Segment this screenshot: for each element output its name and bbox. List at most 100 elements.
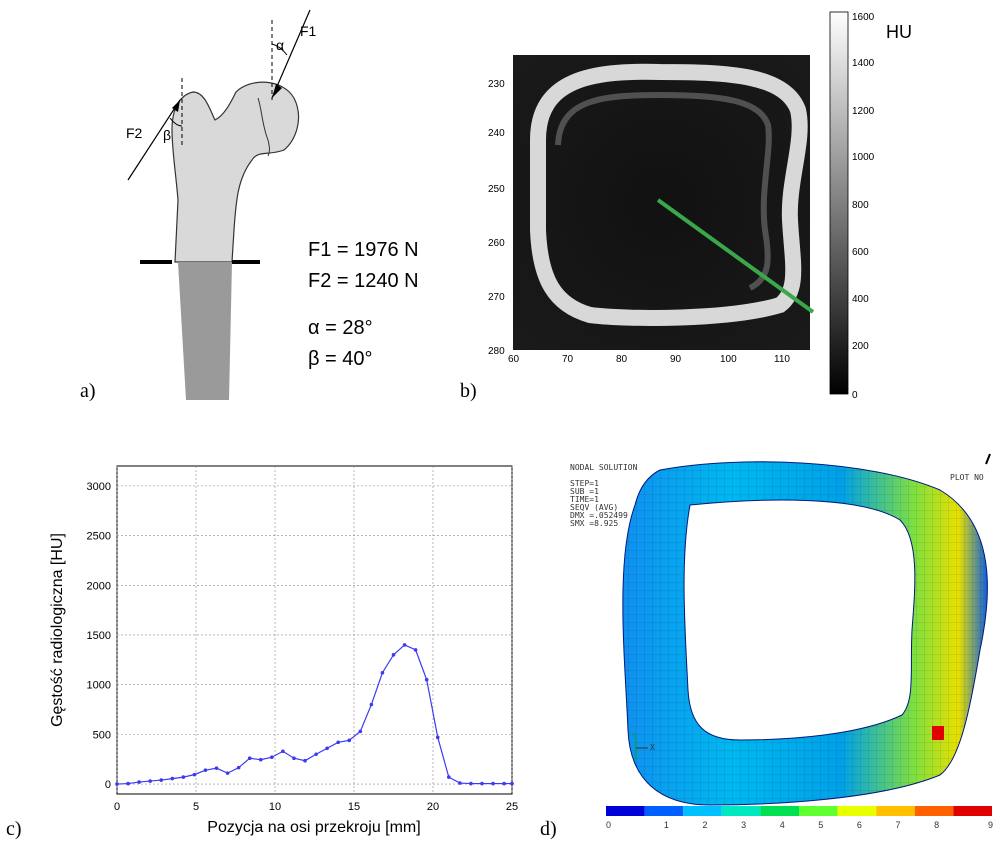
femur-shaft-cut xyxy=(178,262,232,400)
y-tick-label: 500 xyxy=(93,729,111,741)
y-tick-label: 1500 xyxy=(87,630,111,642)
data-point xyxy=(510,781,514,786)
ct-x-tick: 80 xyxy=(616,354,628,365)
data-point xyxy=(380,670,385,675)
ct-y-tick: 280 xyxy=(488,346,505,357)
y-tick-label: 2500 xyxy=(87,531,111,543)
data-point xyxy=(247,756,252,761)
colorbar-tick: 800 xyxy=(852,200,869,211)
data-point xyxy=(369,702,374,707)
color-scale-tick: 0 xyxy=(606,820,611,830)
annotation-line: SEQV (AVG) xyxy=(570,503,618,512)
data-point xyxy=(336,740,341,745)
color-scale-segment xyxy=(683,806,722,816)
colorbar-tick: 1200 xyxy=(852,106,875,117)
data-point xyxy=(413,648,418,652)
y-axis-label: Gęstość radiologiczna [HU] xyxy=(49,533,66,727)
param-f2: F2 = 1240 N xyxy=(308,270,419,292)
color-scale-tick: 5 xyxy=(818,820,823,830)
color-scale-segment xyxy=(837,806,877,816)
color-scale-tick: 6 xyxy=(857,820,862,830)
data-point xyxy=(458,781,462,785)
x-tick-label: 5 xyxy=(193,801,199,813)
label-alpha: α xyxy=(276,37,284,53)
param-beta: β = 40° xyxy=(308,348,373,370)
panel-a: F1 α F2 β F1 = 1976 N F2 = 1240 N α = 28… xyxy=(0,0,480,410)
label-beta: β xyxy=(163,127,171,143)
color-scale-segment xyxy=(799,806,838,816)
data-point xyxy=(203,768,208,772)
axis-triad-x: X xyxy=(650,743,655,752)
colorbar-tick: 200 xyxy=(852,341,869,352)
data-point xyxy=(480,781,484,786)
color-scale-tick: 9 xyxy=(988,820,993,830)
color-scale-tick: 3 xyxy=(741,820,746,830)
annotation-line: TIME=1 xyxy=(570,495,599,504)
color-scale-tick: 4 xyxy=(780,820,785,830)
panel-c-label: c) xyxy=(6,818,22,840)
y-tick-label: 1000 xyxy=(87,680,111,692)
colorbar-tick: 1000 xyxy=(852,152,875,163)
femur-proximal xyxy=(171,81,299,263)
param-alpha: α = 28° xyxy=(308,317,373,339)
data-point xyxy=(126,781,130,786)
data-point xyxy=(491,781,495,786)
data-point xyxy=(115,782,119,786)
femur-neck-line xyxy=(257,97,270,157)
panel-b-label: b) xyxy=(460,380,477,402)
force-f2-arrow xyxy=(172,100,180,112)
x-axis-label: Pozycja na osi przekroju [mm] xyxy=(207,819,420,836)
data-point xyxy=(236,765,241,770)
x-tick-label: 0 xyxy=(114,801,120,813)
colorbar-ticks: 1600 1400 1200 1000 800 600 400 200 0 xyxy=(852,12,875,401)
annotation-line: SMX =8.925 xyxy=(570,519,618,528)
data-point xyxy=(469,781,473,786)
panel-a-label: a) xyxy=(80,380,96,402)
angle-beta-arc xyxy=(169,117,183,127)
ct-y-tick: 230 xyxy=(488,79,505,90)
axis-triad: Y X xyxy=(632,732,655,760)
ct-y-tick: 250 xyxy=(488,184,505,195)
colorbar-tick: 0 xyxy=(852,390,858,401)
x-tick-label: 15 xyxy=(348,801,360,813)
color-scale-tick: 7 xyxy=(896,820,901,830)
ct-image-figure: 230 240 250 260 270 280 60 70 80 90 100 … xyxy=(488,11,912,401)
force-f2-line xyxy=(127,99,181,181)
data-point xyxy=(325,746,329,751)
ct-x-tick: 60 xyxy=(508,354,520,365)
y-tick-label: 2000 xyxy=(87,580,111,592)
ct-x-axis: 60 70 80 90 100 110 xyxy=(508,354,790,365)
solution-annotation: NODAL SOLUTION STEP=1 SUB =1 TIME=1 SEQV… xyxy=(570,463,638,528)
color-scale-bar xyxy=(606,806,992,816)
ct-x-tick: 90 xyxy=(670,354,682,365)
colorbar-tick: 1400 xyxy=(852,58,875,69)
data-point xyxy=(270,755,274,760)
color-scale-segment xyxy=(953,806,992,816)
angle-alpha-arc xyxy=(271,43,288,56)
ct-y-tick: 260 xyxy=(488,238,505,249)
color-scale-tick: 1 xyxy=(664,820,669,830)
ct-x-tick: 70 xyxy=(562,354,574,365)
femur-diagram: F1 α F2 β F1 = 1976 N F2 = 1240 N α = 28… xyxy=(126,9,419,400)
plot-marker xyxy=(985,453,991,465)
axis-triad-y: Y xyxy=(632,732,637,740)
data-point xyxy=(281,749,285,754)
force-f1-line xyxy=(271,9,311,99)
profile-line xyxy=(656,198,815,314)
plot-area xyxy=(116,465,513,795)
data-point xyxy=(192,772,197,777)
data-point xyxy=(303,758,307,763)
panel-b: 230 240 250 260 270 280 60 70 80 90 100 … xyxy=(460,0,994,410)
colorbar-unit: HU xyxy=(886,22,912,42)
x-tick-label: 20 xyxy=(427,801,439,813)
annotation-line: SUB =1 xyxy=(570,487,599,496)
data-point xyxy=(148,779,152,783)
y-tick-label: 0 xyxy=(105,779,111,791)
data-point xyxy=(181,775,186,779)
color-scale-segment xyxy=(606,806,645,816)
panel-d-label: d) xyxy=(540,818,557,840)
panel-d: NODAL SOLUTION STEP=1 SUB =1 TIME=1 SEQV… xyxy=(540,430,994,843)
param-f1: F1 = 1976 N xyxy=(308,239,419,261)
